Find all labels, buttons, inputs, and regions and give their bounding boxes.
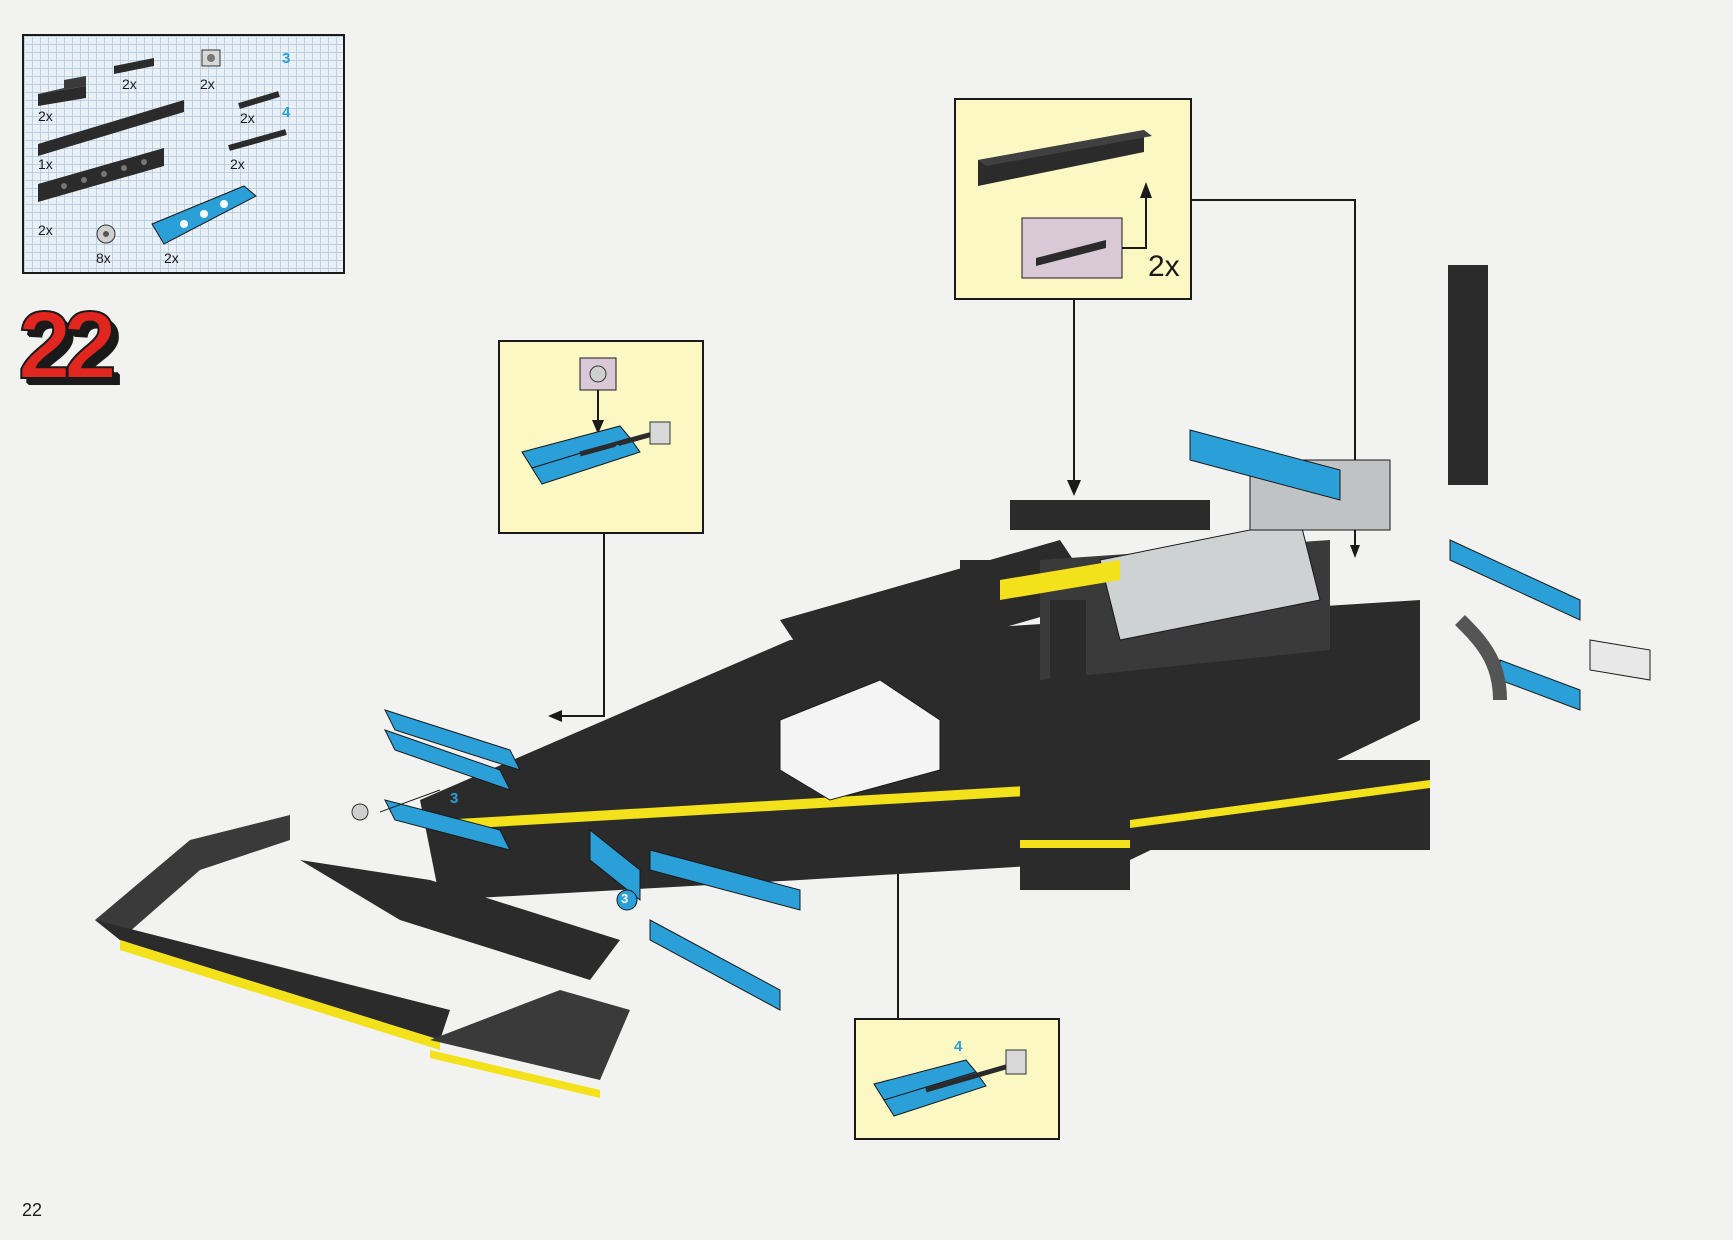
qty-blue-beam: 2x [164,250,179,266]
callout-left: 4 [498,340,704,534]
part-beam-8 [38,148,164,202]
axle-4-length: 4 [282,104,291,121]
axle-3-length: 3 [282,50,291,67]
page-number: 22 [22,1200,43,1220]
part-connector [201,49,221,67]
circle-3-marker [616,889,638,911]
part-bush [96,224,116,244]
callout-left-drawing [521,357,671,485]
circle-3-label: 3 [621,891,629,906]
step-number: 22 [17,292,118,399]
qty-plate-l: 2x [38,108,53,124]
chassis [420,265,1488,900]
qty-beam-long: 1x [38,156,53,172]
callout-bottom-drawing [873,1049,1027,1117]
front-gear [1455,615,1651,701]
qty-bush: 8x [96,250,111,266]
callout-top: 2x [954,98,1192,300]
blue-suspension-parts [384,429,1581,1011]
part-plate-1x4 [114,58,154,74]
part-plate-l [38,76,86,106]
qty-plate-1x4: 2x [122,76,137,92]
part-blue-beam [151,185,257,245]
qty-beam-8: 2x [38,222,53,238]
parts-illustrations [38,49,287,245]
qty-axle-4: 2x [230,156,245,172]
parts-list: 2x 2x 2x 2x 3 2x 4 1x 2x 8x 2x [22,34,345,274]
qty-axle-3: 2x [240,110,255,126]
part-axle-3 [238,91,280,109]
qty-connector: 2x [200,76,215,92]
part-axle-4 [228,129,287,151]
bush-icon [351,803,369,821]
callout-left-axle-length: 4 [612,442,621,459]
callout-top-qty: 2x [1148,250,1180,283]
part-beam-long [38,100,184,156]
model-axle-3-label: 3 [450,790,459,807]
callout-bottom-axle-length: 4 [954,1038,963,1055]
callout-bottom: 4 [854,1018,1060,1140]
rear-wing [95,815,630,1098]
callout-top-drawing [978,130,1152,279]
